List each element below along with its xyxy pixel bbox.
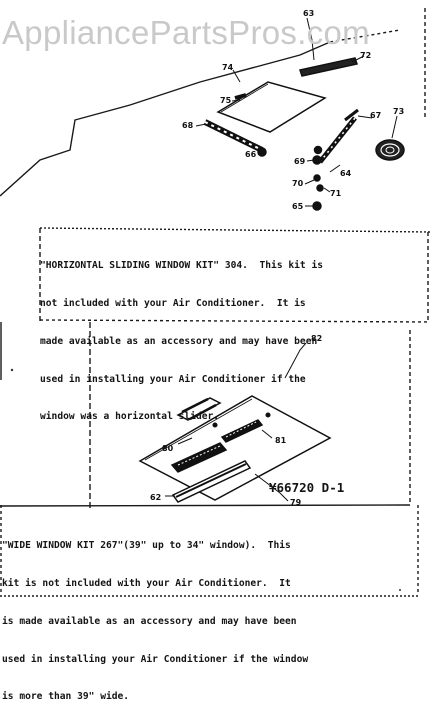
note-line: window was a horizontal slider. bbox=[40, 411, 220, 423]
note-line: not included with your Air Conditioner. … bbox=[40, 297, 306, 309]
note-line: "WIDE WINDOW KIT 267"(39" up to 34" wind… bbox=[2, 540, 291, 552]
screw-69 bbox=[312, 155, 322, 165]
screw-66 bbox=[257, 147, 267, 157]
washer-70 bbox=[313, 174, 321, 182]
callout-79: 79 bbox=[290, 498, 302, 507]
callout-82: 82 bbox=[311, 334, 322, 343]
wide-kit-drawing bbox=[138, 342, 332, 503]
bracket-81 bbox=[220, 419, 264, 443]
callouts-lower: 82 80 81 62 79 bbox=[150, 334, 322, 507]
callout-70: 70 bbox=[292, 179, 304, 188]
drawing-code: ¥66720 D-1 bbox=[269, 480, 345, 495]
callout-69: 69 bbox=[294, 157, 306, 166]
note-line: made available as an accessory and may h… bbox=[40, 335, 318, 347]
callout-71: 71 bbox=[330, 189, 342, 198]
watermark: AppliancePartsPros.com bbox=[2, 14, 370, 51]
clip-71 bbox=[316, 184, 324, 192]
foam-roll-73 bbox=[375, 139, 405, 161]
callout-63: 63 bbox=[303, 9, 314, 18]
callout-64: 64 bbox=[340, 169, 352, 178]
parts-diagram: 63 72 74 75 67 73 68 66 69 64 70 71 65 bbox=[0, 8, 431, 597]
channel-79 bbox=[171, 460, 252, 503]
note-line: is more than 39" wide. bbox=[2, 691, 130, 703]
callout-67: 67 bbox=[370, 111, 381, 120]
callout-65: 65 bbox=[292, 202, 304, 211]
horizontal-kit-drawing bbox=[195, 17, 405, 211]
note-line: used in installing your Air Conditioner … bbox=[40, 373, 306, 385]
bar-64 bbox=[318, 116, 357, 164]
scan-specks bbox=[10, 368, 401, 591]
rail-80 bbox=[176, 397, 222, 421]
runner bbox=[170, 442, 228, 473]
frame-lines bbox=[0, 8, 431, 597]
callout-66: 66 bbox=[245, 150, 257, 159]
callout-62: 62 bbox=[150, 493, 161, 502]
horizontal-kit-note: "HORIZONTAL SLIDING WINDOW KIT" 304. Thi… bbox=[40, 235, 323, 437]
bar-68 bbox=[203, 119, 264, 153]
callout-72: 72 bbox=[360, 51, 371, 60]
callout-80: 80 bbox=[162, 444, 174, 453]
callout-75: 75 bbox=[220, 96, 232, 105]
callouts-upper: 63 72 74 75 67 73 68 66 69 64 70 71 65 bbox=[182, 9, 404, 211]
callout-81: 81 bbox=[275, 436, 287, 445]
callout-73: 73 bbox=[393, 107, 404, 116]
strip-72 bbox=[299, 57, 358, 77]
callout-68: 68 bbox=[182, 121, 194, 130]
note-line: kit is not included with your Air Condit… bbox=[2, 577, 291, 589]
callout-74: 74 bbox=[222, 63, 234, 72]
note-line: is made available as an accessory and ma… bbox=[2, 615, 297, 627]
strip-67 bbox=[344, 108, 359, 122]
panel-74 bbox=[216, 81, 327, 133]
screw-65 bbox=[312, 201, 322, 211]
note-line: "HORIZONTAL SLIDING WINDOW KIT" 304. Thi… bbox=[40, 260, 324, 272]
strip-75 bbox=[234, 93, 247, 100]
note-line: used in installing your Air Conditioner … bbox=[2, 653, 309, 665]
wide-kit-note: "WIDE WINDOW KIT 267"(39" up to 34" wind… bbox=[2, 515, 308, 717]
